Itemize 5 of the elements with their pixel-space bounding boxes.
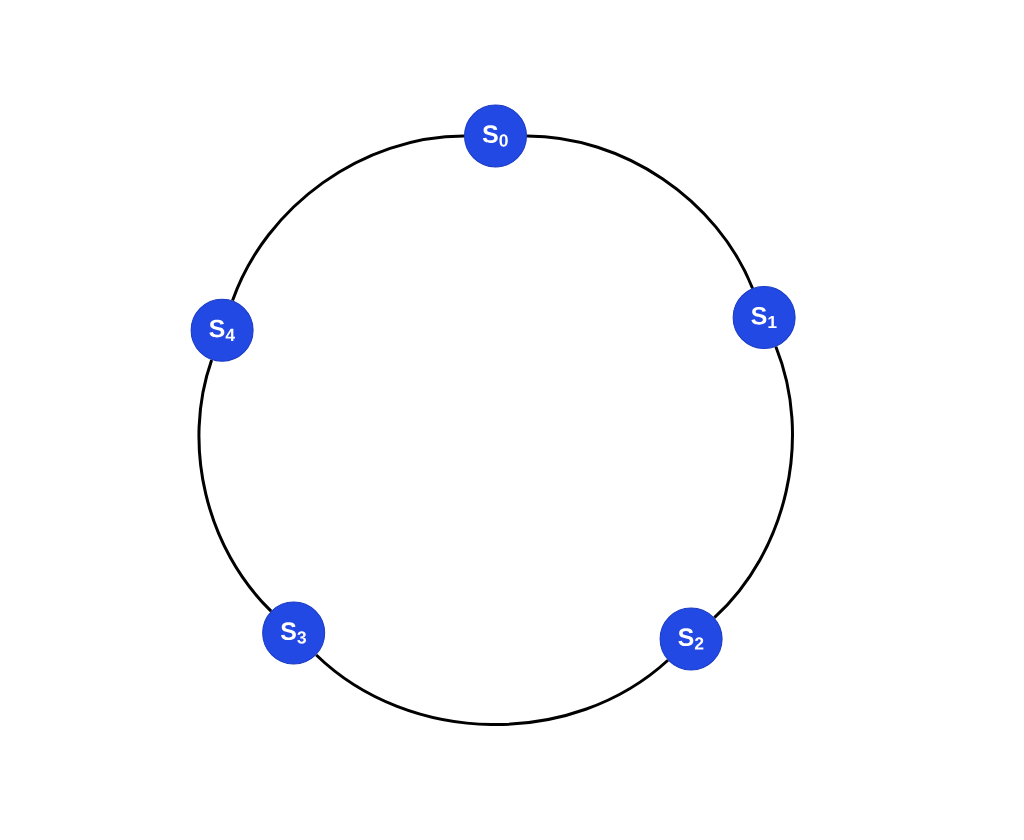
- ring-arc: [197, 359, 273, 613]
- ring-arc: [231, 134, 465, 302]
- ring-arc: [713, 346, 794, 619]
- ring-arc: [526, 134, 754, 289]
- ring-arc: [315, 653, 669, 726]
